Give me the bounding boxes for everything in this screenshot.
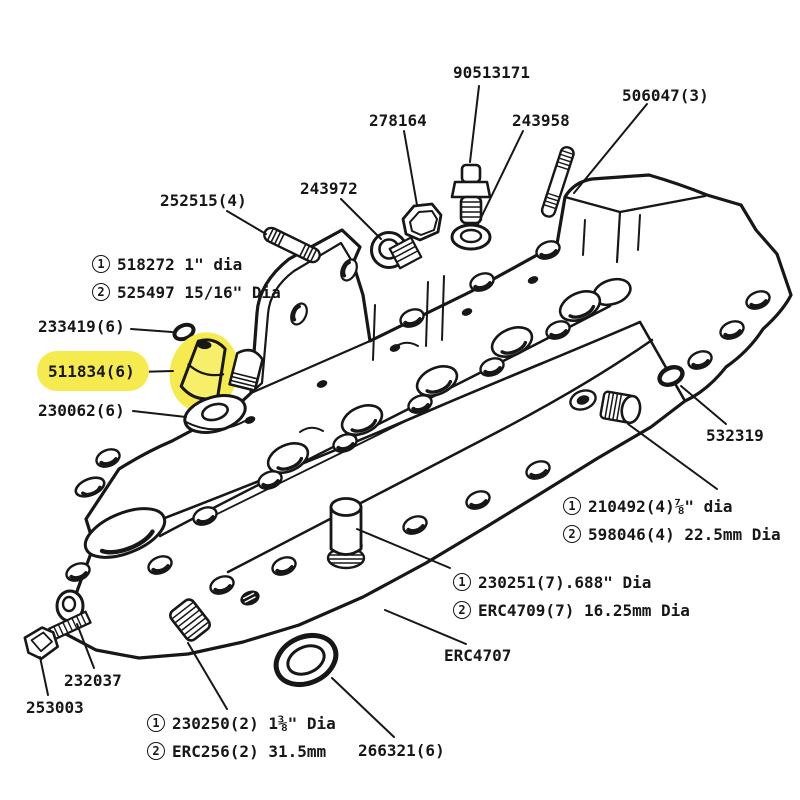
size-option-row: 1 230250(2) 1⅜" Dia (147, 709, 336, 737)
circled-number-icon: 2 (147, 742, 165, 760)
plug-230250 (169, 598, 211, 642)
circled-number-icon: 1 (563, 497, 581, 515)
size-option-row: 1 518272 1" dia (92, 250, 281, 278)
circled-number-icon: 2 (92, 283, 110, 301)
cylinder-head-body (60, 173, 793, 660)
part-label-230062: 230062(6) (38, 401, 125, 420)
fitting-90513171 (450, 163, 492, 225)
oring-532319 (657, 365, 685, 387)
leader-lines (39, 85, 727, 738)
gasket-ring-266321 (273, 632, 339, 688)
part-label-506047: 506047(3) (622, 86, 709, 105)
part-label-278164: 278164 (369, 111, 427, 130)
part-label-511834-highlighted: 511834(6) (48, 362, 135, 381)
stud-506047 (540, 146, 575, 218)
circled-number-icon: 1 (147, 714, 165, 732)
size-option-row: 2 ERC4709(7) 16.25mm Dia (453, 596, 690, 624)
size-note-518272-525497: 1 518272 1" dia 2 525497 15/16" Dia (92, 250, 281, 306)
circled-number-icon: 1 (92, 255, 110, 273)
washer-243958 (450, 223, 492, 251)
circled-number-icon: 2 (453, 601, 471, 619)
part-label-266321: 266321(6) (358, 741, 445, 760)
plug-210492 (569, 389, 642, 425)
circled-number-icon: 1 (453, 573, 471, 591)
size-option-row: 2 525497 15/16" Dia (92, 278, 281, 306)
size-option-row: 2 598046(4) 22.5mm Dia (563, 520, 781, 548)
part-label-ERC4707: ERC4707 (444, 646, 512, 665)
size-note-210492-598046: 1 210492(4)⅞" dia 2 598046(4) 22.5mm Dia (563, 492, 781, 548)
size-option-row: 1 230251(7).688" Dia (453, 568, 690, 596)
part-label-253003: 253003 (26, 698, 84, 717)
washer-230062 (183, 394, 247, 434)
circled-number-icon: 2 (563, 525, 581, 543)
size-option-row: 1 210492(4)⅞" dia (563, 492, 781, 520)
part-label-232037: 232037 (64, 671, 122, 690)
part-label-532319: 532319 (706, 426, 764, 445)
stud-252515 (263, 226, 321, 264)
oring-233419 (172, 322, 196, 342)
part-label-233419: 233419(6) (38, 317, 125, 336)
part-label-243958: 243958 (512, 111, 570, 130)
dome-plug (228, 348, 264, 392)
size-option-row: 2 ERC256(2) 31.5mm (147, 737, 336, 765)
part-label-252515: 252515(4) (160, 191, 247, 210)
core-plug-230251 (326, 497, 366, 570)
size-note-230250-ERC256: 1 230250(2) 1⅜" Dia 2 ERC256(2) 31.5mm (147, 709, 336, 765)
size-note-230251-ERC4709: 1 230251(7).688" Dia 2 ERC4709(7) 16.25m… (453, 568, 690, 624)
part-label-243972: 243972 (300, 179, 358, 198)
part-label-90513171: 90513171 (453, 63, 531, 82)
bolt-253003 (23, 610, 92, 661)
label-highlight-pill (37, 351, 149, 391)
